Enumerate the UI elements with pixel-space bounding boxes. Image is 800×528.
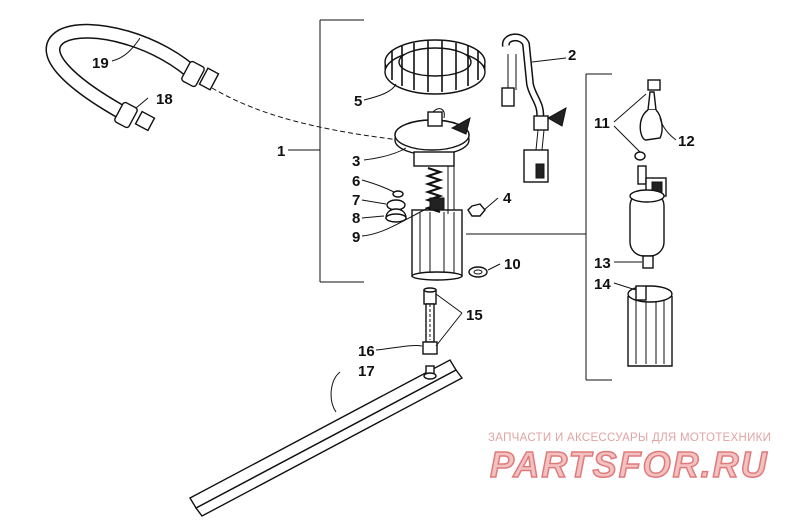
lock-ring: [384, 39, 486, 95]
o-ring: [392, 190, 404, 198]
callout-14: 14: [594, 276, 611, 293]
fuel-hose: [45, 23, 220, 132]
callout-12: 12: [678, 133, 695, 150]
callout-6: 6: [352, 173, 360, 190]
watermark-logo: PARTSFOR.RU: [489, 443, 769, 486]
callout-5: 5: [354, 93, 362, 110]
callout-labels: 19 18 5 2 11 12 1 3 6 7 4 8 9 10 13 14 1…: [92, 47, 695, 380]
watermark-tagline: ЗАПЧАСТИ И АКСЕССУАРЫ ДЛЯ МОТОТЕХНИКИ: [488, 432, 772, 444]
clip: [468, 266, 488, 278]
callout-11: 11: [594, 115, 610, 132]
callout-10: 10: [504, 256, 521, 273]
assembly-bracket-1: [288, 19, 364, 283]
callout-1: 1: [277, 143, 285, 160]
callout-2: 2: [568, 47, 576, 64]
pump-flange: [394, 108, 471, 156]
assembly-bracket-13: [466, 73, 612, 381]
pump-body: [411, 151, 463, 281]
hose-clamp: [114, 60, 205, 129]
callout-16: 16: [358, 343, 375, 360]
callout-15: 15: [466, 307, 483, 324]
callout-4: 4: [503, 190, 512, 207]
float-cap: [385, 208, 407, 223]
tube-fitting: [422, 341, 438, 355]
pickup-tube: [423, 287, 437, 343]
coil-spring: [424, 166, 445, 214]
leader-lines: [111, 37, 677, 413]
callout-18: 18: [156, 91, 173, 108]
callout-7: 7: [352, 192, 360, 209]
callout-13: 13: [594, 255, 611, 272]
callout-9: 9: [352, 229, 360, 246]
pump-sleeve: [627, 285, 673, 367]
callout-3: 3: [352, 153, 360, 170]
pump-hose-clamps: [634, 79, 663, 161]
fuel-pump: [629, 165, 667, 269]
callout-8: 8: [352, 210, 360, 227]
wire-harness: [501, 33, 567, 183]
nut: [467, 203, 486, 217]
callout-17: 17: [358, 363, 375, 380]
callout-19: 19: [92, 55, 109, 72]
fuel-filter-sock: [189, 359, 464, 517]
